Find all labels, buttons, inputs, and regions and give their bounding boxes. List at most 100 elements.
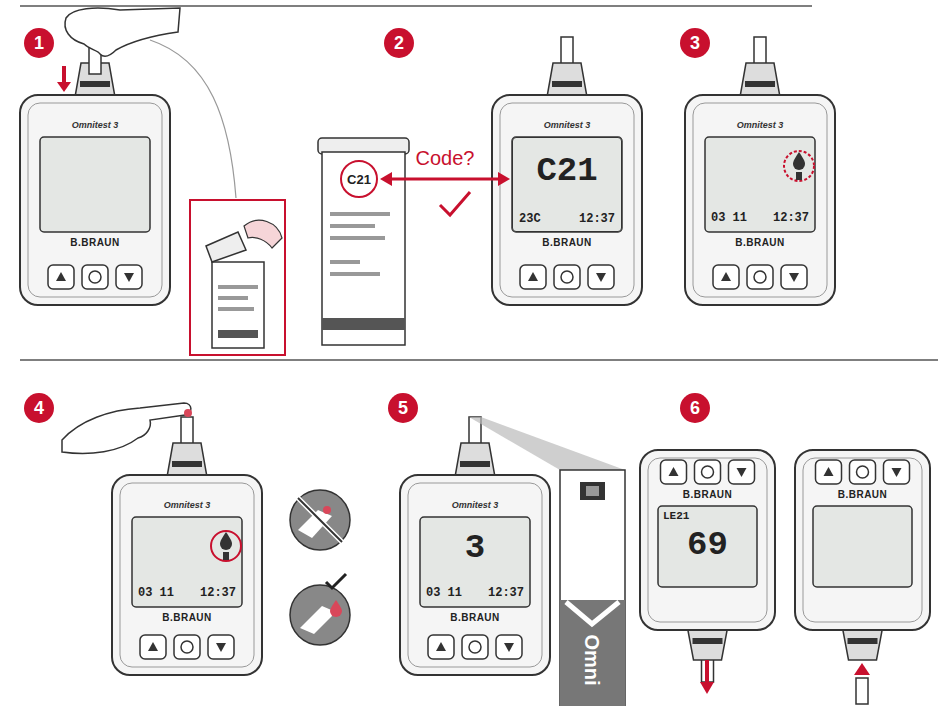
step-number: 3 [680, 28, 710, 58]
inset-frame [190, 200, 285, 355]
code-compare-arrow [390, 178, 500, 181]
meter-button [588, 265, 614, 289]
up-icon [436, 642, 446, 651]
power-icon [754, 271, 766, 283]
meter-bezel [28, 103, 162, 297]
port-band [693, 638, 723, 644]
meter-bezel [408, 483, 542, 667]
step-number: 1 [24, 28, 54, 58]
strip-grip [560, 600, 625, 706]
insert-arrow-head [57, 82, 71, 92]
power-icon [89, 271, 101, 283]
meter-button [661, 460, 687, 484]
strip-brand: Omni [582, 634, 602, 685]
brand-name: Omnitest 3 [164, 501, 211, 510]
power-icon [857, 466, 869, 478]
port-band [460, 461, 490, 467]
up-icon [56, 272, 66, 281]
wrong-icon [290, 490, 350, 550]
divider [20, 5, 812, 7]
manufacturer-logo: B.BRAUN [735, 238, 785, 248]
test-strip [856, 678, 868, 704]
lcd-time: 12:37 [488, 587, 524, 599]
brand-name: Omnitest 3 [452, 501, 499, 510]
meter-screen [420, 517, 530, 607]
sample-window [586, 486, 599, 496]
vial-body [322, 152, 405, 345]
meter-button [850, 460, 876, 484]
vial-label-line [218, 296, 248, 300]
meter-button [729, 460, 755, 484]
meter-screen [132, 517, 242, 607]
port-band [848, 638, 878, 644]
meter-button [48, 265, 74, 289]
leader-line [150, 40, 236, 198]
meter-display: C2123C12:37 [512, 137, 622, 232]
lcd-date: 03 11 [711, 212, 747, 224]
power-icon [702, 466, 714, 478]
prohibit-slash [298, 498, 342, 542]
strip-icon [223, 552, 229, 560]
clock: 12:37 [579, 213, 615, 225]
power-icon [469, 641, 481, 653]
meter-button [208, 635, 234, 659]
strip-port [547, 63, 587, 97]
arrow-head [498, 172, 510, 186]
temperature: 23C [519, 213, 541, 225]
hand [65, 8, 180, 56]
blood-drop [184, 409, 192, 417]
blood-drop [330, 600, 342, 617]
meter-body [492, 95, 642, 305]
vial-label-line [330, 224, 375, 228]
vial-label-band [322, 318, 405, 330]
meter-body [112, 475, 262, 675]
meter-button [747, 265, 773, 289]
meter-button [781, 265, 807, 289]
manufacturer-logo: B.BRAUN [162, 613, 212, 623]
meter-screen [512, 137, 622, 232]
drop-icon [793, 152, 805, 170]
step-digit: 4 [34, 399, 44, 417]
meter-screen [813, 506, 912, 587]
meter-button [695, 460, 721, 484]
manufacturer-logo: B.BRAUN [70, 238, 120, 248]
meter-button [816, 460, 842, 484]
meter-button [116, 265, 142, 289]
port-band [745, 81, 775, 87]
meter-screen [658, 506, 757, 587]
prohibit-slash [298, 498, 342, 542]
brand-name: Omnitest 3 [544, 121, 591, 130]
step-digit: 2 [394, 34, 404, 52]
sample-window [580, 482, 605, 500]
display-row: 23C 12:37 [519, 213, 615, 225]
lcd-code: LE21 [663, 511, 689, 522]
step-number: 4 [24, 393, 54, 423]
port-band [552, 81, 582, 87]
strip-port [843, 628, 883, 660]
step-number: 2 [384, 28, 414, 58]
meter-button [884, 460, 910, 484]
down-icon [216, 643, 226, 652]
lcd-reading: 69 [687, 528, 728, 562]
meter-body [685, 95, 835, 305]
meter-body [640, 450, 775, 630]
step-digit: 3 [690, 34, 700, 52]
lcd-date: 03 11 [138, 587, 174, 599]
up-icon [824, 467, 834, 476]
brand-name: Omnitest 3 [737, 121, 784, 130]
meter-button [174, 635, 200, 659]
vial-body [212, 262, 264, 348]
meter-button [713, 265, 739, 289]
power-icon [561, 271, 573, 283]
check-mark [440, 192, 470, 215]
meter-button [496, 635, 522, 659]
up-icon [148, 642, 158, 651]
strip-enlarged [560, 470, 625, 706]
blink-ring [784, 151, 814, 181]
down-icon [892, 468, 902, 477]
hand [62, 403, 191, 453]
power-icon [181, 641, 193, 653]
step-digit: 5 [398, 399, 408, 417]
step-digit: 1 [34, 34, 44, 52]
